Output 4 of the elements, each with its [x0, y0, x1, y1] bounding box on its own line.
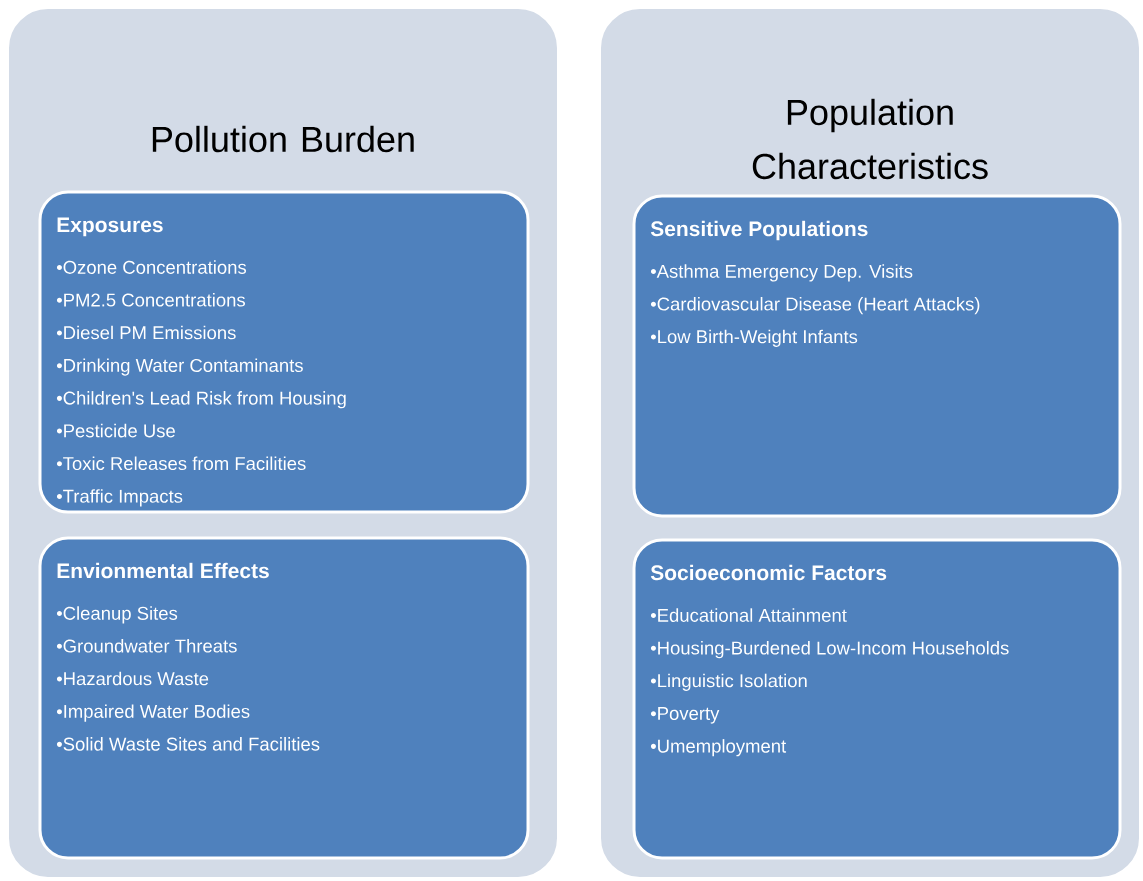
category-box: Socioeconomic Factors •Educational Attainment •Housing-Burdened Low-Incom Households •Linguistic Isolation •Poverty •Umemployment [632, 538, 1122, 860]
category-box: Sensitive Populations •Asthma Emergency Dep. Visits •Cardiovascular Disease (Heart Attacks) •Low Birth-Weight Infants [632, 194, 1122, 518]
category-box: Envionmental Effects •Cleanup Sites •Groundwater Threats •Hazardous Waste •Impaired Water Bodies •Solid Waste Sites and Facilities [38, 536, 530, 860]
category-box: Exposures •Ozone Concentrations •PM2.5 Concentrations •Diesel PM Emissions •Drinking Water Contaminants •Children's Lead Risk from Housing •Pesticide Use •Toxic Releases from Facilities •Traffic Impacts [38, 190, 530, 514]
